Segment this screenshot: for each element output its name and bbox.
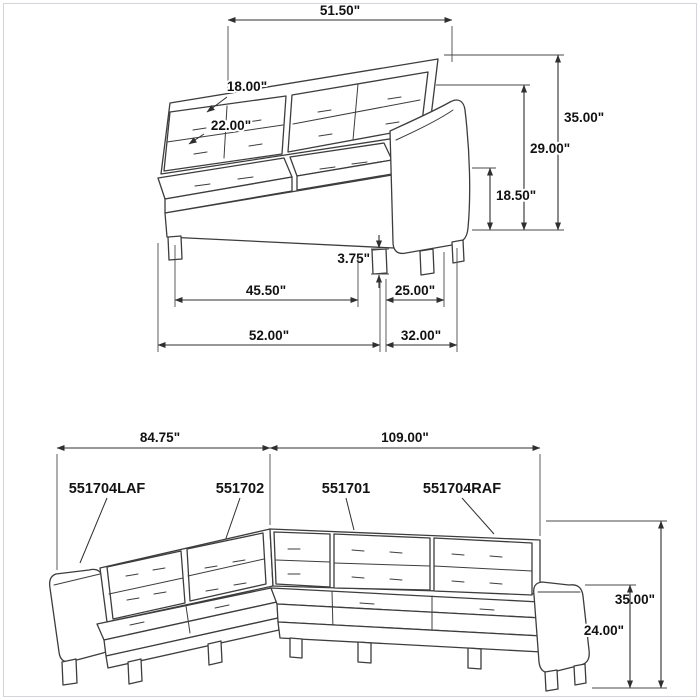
left-seat-details — [129, 604, 230, 634]
sectional-legs — [61, 637, 587, 692]
dim-label-back-cushion: 18.00" — [227, 79, 267, 94]
dim-arm-depth: 25.00" — [385, 252, 445, 307]
dim-label-seat-width: 45.50" — [246, 283, 286, 298]
sofa-seat-cushion-left-front — [164, 176, 293, 214]
tuft-details-back-right — [292, 83, 421, 141]
dim-label-back-height: 29.00" — [530, 141, 570, 156]
dim-overall-width-loveseat: 52.00" — [157, 243, 381, 352]
tuft-details-seats — [194, 161, 368, 187]
right-seat-details — [331, 590, 495, 635]
dim-seat-width: 45.50" — [174, 245, 359, 307]
dim-back-height: 29.00" — [436, 84, 572, 231]
dim-left-width: 84.75" — [56, 428, 271, 570]
dim-overall-depth: 32.00" — [385, 248, 458, 352]
dim-label-arm-height: 24.00" — [584, 623, 624, 638]
dim-leg-height: 3.75" — [335, 235, 389, 288]
dim-label-right-width: 109.00" — [381, 430, 429, 445]
dim-label-overall-height: 35.00" — [564, 110, 604, 125]
part-label-armless-right: 551701 — [322, 481, 370, 497]
sectional-diagram: 84.75" 109.00" 551704LAF 551702 551701 5… — [49, 428, 667, 692]
dim-label-overall-width: 52.00" — [249, 328, 289, 343]
tuft-details-back-left — [166, 105, 284, 159]
leader-laf — [79, 497, 108, 564]
sectional-right-back-cushion-1 — [333, 533, 431, 591]
sectional-right-back-cushion-2 — [433, 537, 533, 596]
tuft-details-left-back — [108, 558, 265, 601]
dim-label-left-width: 84.75" — [140, 430, 180, 445]
part-label-laf: 551704LAF — [69, 481, 146, 497]
sofa-leg-front-mid — [371, 248, 388, 275]
dim-label-overall-depth: 32.00" — [401, 328, 441, 343]
dim-back-cushion: 18.00" — [206, 77, 269, 113]
leader-armless-right — [345, 497, 355, 531]
dim-label-arm-depth: 25.00" — [395, 283, 435, 298]
part-labels: 551704LAF 551702 551701 551704RAF — [67, 479, 503, 564]
dim-label-leg-height: 3.75" — [337, 251, 370, 266]
leader-armless-left — [223, 497, 241, 545]
sectional-drawing — [49, 528, 590, 692]
dim-right-width: 109.00" — [269, 428, 541, 536]
sofa-right-arm — [389, 99, 471, 255]
dim-label-seat-height: 18.50" — [496, 188, 536, 203]
sofa-leg-back-right — [451, 239, 465, 264]
dim-label-sectional-height: 35.00" — [615, 592, 655, 607]
dim-back-width: 51.50" — [227, 1, 453, 92]
sofa-arm-top-line — [395, 109, 454, 141]
sectional-corner-back-cushion — [273, 531, 331, 588]
dim-seat-depth-cushion: 22.00" — [188, 116, 253, 145]
dim-arm-height: 24.00" — [582, 584, 636, 689]
tuft-details-right-back — [275, 548, 533, 585]
sectional-left-arm-top-line — [53, 573, 101, 586]
dim-seat-height: 18.50" — [472, 167, 538, 231]
dim-label-seat-depth-cushion: 22.00" — [211, 118, 251, 133]
loveseat-drawing — [157, 58, 471, 276]
loveseat-diagram: 51.50" 18.00" 22.00" 35.00" 29.00" 18.5 — [157, 1, 606, 352]
part-label-armless-left: 551702 — [216, 481, 264, 497]
leader-raf — [461, 497, 495, 535]
dim-label-back-width: 51.50" — [320, 3, 360, 18]
sectional-right-arm — [533, 581, 590, 674]
part-label-raf: 551704RAF — [423, 481, 501, 497]
sofa-leg-under-arm — [419, 248, 435, 276]
